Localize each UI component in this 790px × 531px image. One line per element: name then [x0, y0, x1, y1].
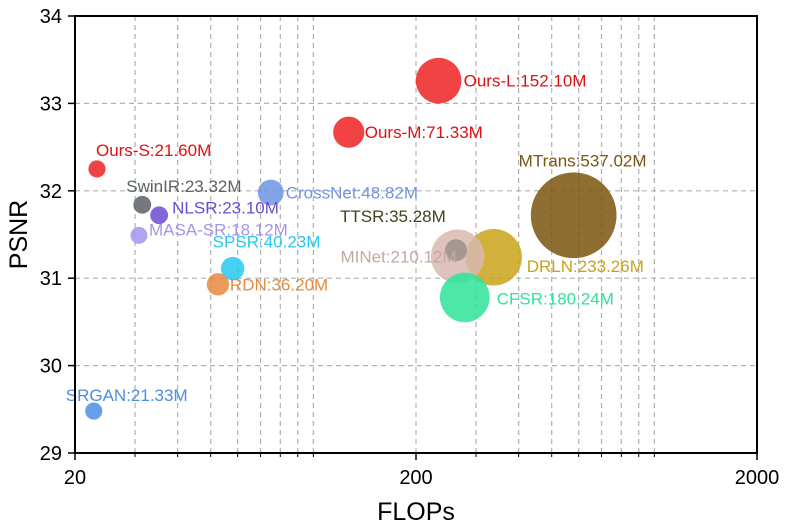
y-tick-label: 34: [40, 6, 62, 28]
data-label: MTrans:537.02M: [519, 151, 647, 170]
data-label: SwinIR:23.32M: [126, 177, 241, 196]
y-axis-label: PSNR: [5, 200, 33, 269]
x-tick-label: 2000: [735, 467, 780, 489]
data-label: DRLN:233.26M: [527, 257, 644, 276]
data-point: [206, 273, 230, 296]
data-point: [415, 57, 462, 104]
x-tick-label: 20: [64, 467, 86, 489]
x-tick-label: 200: [399, 467, 432, 489]
data-label: CrossNet:48.82M: [286, 184, 418, 203]
data-point: [133, 195, 152, 214]
data-label: RDN:36.20M: [230, 275, 328, 294]
y-tick-label: 29: [40, 443, 62, 465]
axis-ticks: 20 200 2000 29 30 31 32 33 34: [40, 6, 780, 489]
data-points: [85, 57, 617, 420]
data-label: MINet:210.12M: [340, 247, 456, 266]
data-label: CFSR:180.24M: [497, 289, 614, 308]
data-point: [439, 272, 490, 323]
data-label: SRGAN:21.33M: [66, 386, 188, 405]
y-tick-label: 31: [40, 268, 62, 290]
data-point: [130, 226, 148, 244]
y-tick-label: 33: [40, 93, 62, 115]
x-axis-label: FLOPs: [377, 498, 455, 526]
data-label: NLSR:23.10M: [172, 198, 279, 217]
data-point: [220, 256, 245, 281]
data-point: [530, 172, 617, 259]
y-tick-label: 32: [40, 181, 62, 203]
data-point: [333, 116, 365, 148]
data-point: [257, 179, 284, 206]
data-point: [85, 402, 103, 420]
data-point: [88, 160, 106, 178]
data-label: Ours-M:71.33M: [365, 123, 483, 142]
data-label: TTSR:35.28M: [340, 207, 446, 226]
y-tick-label: 30: [40, 356, 62, 378]
data-label: Ours-L:152.10M: [464, 72, 587, 91]
data-label: SPSR:40.23M: [213, 233, 321, 252]
data-label: MASA-SR:18.12M: [149, 220, 288, 239]
data-labels: MTrans:537.02M DRLN:233.26M CFSR:180.24M MI…: [66, 72, 647, 405]
data-point: [445, 239, 467, 262]
data-label: Ours-S:21.60M: [96, 141, 211, 160]
data-point: [150, 206, 169, 225]
